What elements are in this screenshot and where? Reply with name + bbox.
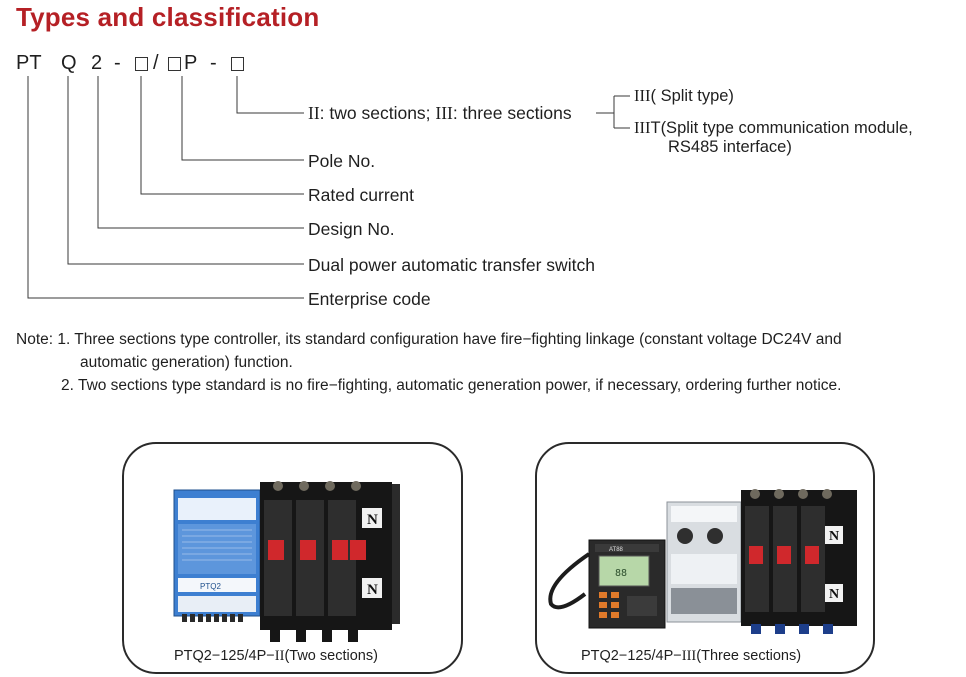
label-enterprise-code: Enterprise code — [308, 289, 431, 309]
product-card-two-sections: PTQ2 N N — [122, 442, 463, 674]
code-p: P — [184, 52, 198, 74]
lcd-readout: 88 — [615, 568, 627, 579]
product-image-two-sections: PTQ2 N N — [173, 481, 400, 642]
code-q: Q — [61, 52, 77, 74]
code-slash: / — [153, 52, 159, 74]
caption-model-a: PTQ2−125/4P− — [174, 648, 275, 664]
split-text-a: ( Split type) — [650, 87, 734, 105]
caption-roman-iii: III — [681, 648, 697, 664]
code-design-no: 2 — [91, 52, 103, 74]
label-pole-no: Pole No. — [308, 151, 376, 171]
sections-text-b: : three sections — [452, 103, 572, 123]
code-box-sections — [231, 57, 244, 75]
product-image-three-sections: AT88 88 N N — [548, 489, 857, 634]
n-marker-top: N — [367, 512, 378, 528]
note-line-1: Note: 1. Three sections type controller,… — [16, 331, 842, 348]
caption-desc-b: (Three sections) — [696, 648, 802, 664]
label-split-comm-2: RS485 interface) — [668, 138, 792, 156]
label-split-type: III( Split type) — [634, 86, 734, 106]
label-split-comm: IIIT(Split type communication module, — [634, 118, 913, 138]
roman-split-b: III — [634, 118, 651, 137]
caption-desc-a: (Two sections) — [284, 648, 378, 664]
split-text-b1: T(Split type communication module, — [650, 119, 913, 137]
roman-split-a: III — [634, 86, 651, 105]
code-dash-2: - — [210, 52, 217, 74]
product-card-three-sections: AT88 88 N N — [535, 442, 875, 674]
roman-ii: II — [308, 103, 320, 123]
note-line-2: automatic generation) function. — [80, 354, 293, 371]
display-label: AT88 — [609, 547, 624, 553]
caption-three-sections: PTQ2−125/4P−III(Three sections) — [581, 648, 801, 665]
code-dash-1: - — [114, 52, 121, 74]
code-pt: PT — [16, 52, 42, 74]
label-dual-power: Dual power automatic transfer switch — [308, 255, 595, 275]
caption-two-sections: PTQ2−125/4P−II(Two sections) — [174, 648, 378, 665]
label-design-no: Design No. — [308, 219, 395, 239]
note-line-3: 2. Two sections type standard is no fire… — [61, 377, 842, 394]
caption-roman-ii: II — [274, 648, 285, 664]
n-marker-top-2: N — [829, 529, 839, 544]
code-box-rated-current — [135, 57, 148, 75]
caption-model-b: PTQ2−125/4P− — [581, 648, 682, 664]
panel-brand-text: PTQ2 — [200, 582, 221, 591]
n-marker-bottom: N — [367, 582, 378, 598]
label-rated-current: Rated current — [308, 185, 415, 205]
sections-text-a: : two sections; — [319, 103, 436, 123]
roman-iii: III — [435, 103, 453, 123]
code-box-pole — [168, 57, 181, 75]
page-title: Types and classification — [16, 2, 320, 32]
label-sections: II: two sections; III: three sections — [308, 103, 572, 124]
n-marker-bottom-2: N — [829, 587, 839, 602]
